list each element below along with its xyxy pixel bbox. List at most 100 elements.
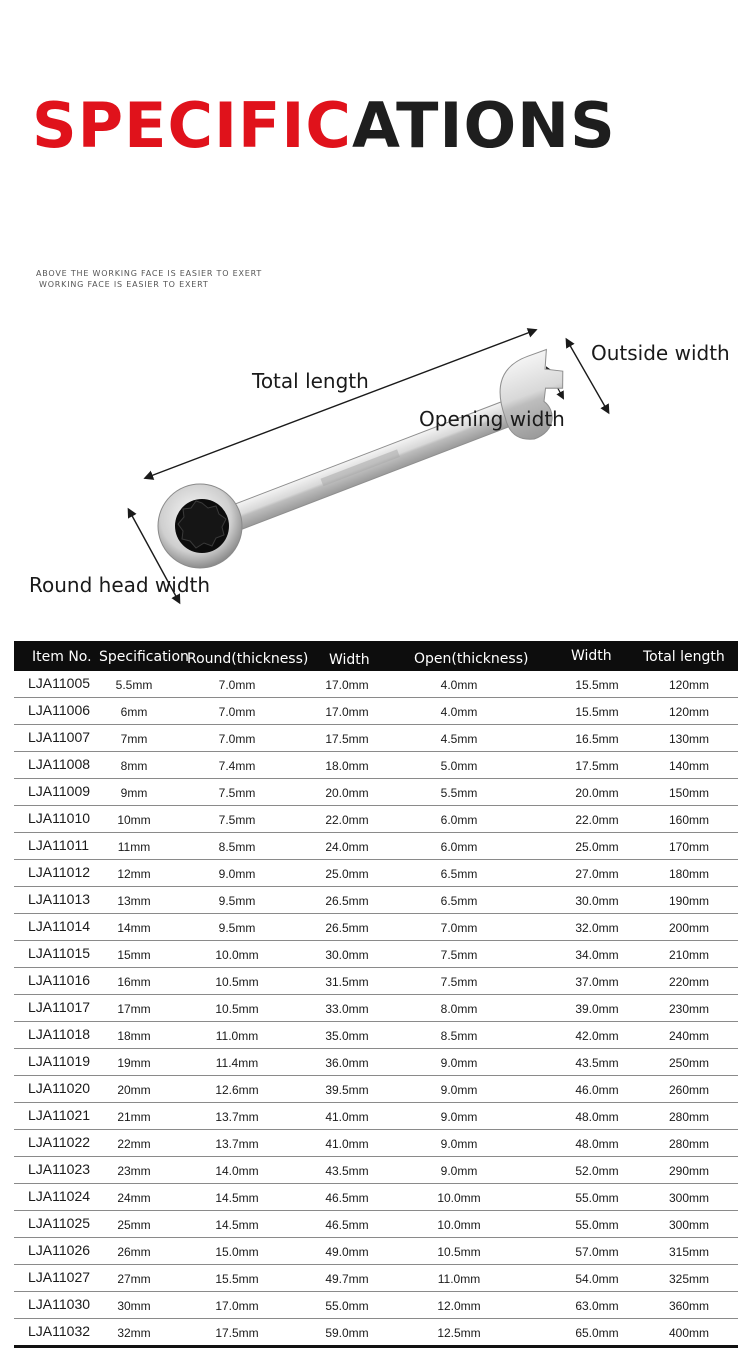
cell-specification: 25mm xyxy=(117,1218,151,1232)
cell-open-thickness: 6.0mm xyxy=(440,813,478,827)
cell-width: 17.0mm xyxy=(325,705,369,719)
cell-total-length: 280mm xyxy=(668,1137,709,1151)
cell-round-thickness: 15.5mm xyxy=(215,1272,259,1286)
cell-item-no: LJA11025 xyxy=(28,1215,91,1231)
cell-total-length: 240mm xyxy=(668,1029,709,1043)
cell-specification: 20mm xyxy=(117,1083,151,1097)
cell-item-no: LJA11018 xyxy=(28,1026,91,1042)
title-dark-part: ATIONS xyxy=(351,89,616,162)
cell-round-thickness: 13.7mm xyxy=(215,1110,259,1124)
cell-width: 41.0mm xyxy=(325,1110,369,1124)
header-width: Width xyxy=(329,652,370,668)
cell-open-thickness: 10.5mm xyxy=(437,1245,481,1259)
cell-item-no: LJA11026 xyxy=(28,1242,91,1258)
cell-round-thickness: 10.5mm xyxy=(215,975,259,989)
cell-round-thickness: 14.5mm xyxy=(215,1191,259,1205)
cell-outside-width: 37.0mm xyxy=(575,975,619,989)
cell-total-length: 120mm xyxy=(668,678,709,692)
cell-specification: 16mm xyxy=(117,975,151,989)
cell-specification: 6mm xyxy=(120,705,148,719)
cell-width: 30.0mm xyxy=(325,948,369,962)
cell-total-length: 325mm xyxy=(668,1272,709,1286)
cell-item-no: LJA11011 xyxy=(28,837,89,853)
cell-specification: 10mm xyxy=(117,813,151,827)
cell-total-length: 230mm xyxy=(668,1002,709,1016)
cell-open-thickness: 8.5mm xyxy=(440,1029,478,1043)
cell-open-thickness: 10.0mm xyxy=(437,1191,481,1205)
header-total-length: Total length xyxy=(643,649,725,665)
cell-open-thickness: 6.0mm xyxy=(440,840,478,854)
cell-total-length: 120mm xyxy=(668,705,709,719)
cell-item-no: LJA11030 xyxy=(28,1296,91,1312)
cell-outside-width: 39.0mm xyxy=(575,1002,619,1016)
cell-item-no: LJA11008 xyxy=(28,756,91,772)
cell-width: 18.0mm xyxy=(325,759,369,773)
cell-outside-width: 15.5mm xyxy=(575,678,619,692)
cell-item-no: LJA11016 xyxy=(28,972,91,988)
cell-outside-width: 34.0mm xyxy=(575,948,619,962)
cell-width: 59.0mm xyxy=(325,1326,369,1340)
cell-outside-width: 43.5mm xyxy=(575,1056,619,1070)
cell-total-length: 290mm xyxy=(668,1164,709,1178)
cell-specification: 12mm xyxy=(117,867,151,881)
cell-specification: 15mm xyxy=(117,948,151,962)
cell-total-length: 210mm xyxy=(668,948,709,962)
cell-open-thickness: 7.0mm xyxy=(440,921,478,935)
cell-total-length: 200mm xyxy=(668,921,709,935)
specification-table: Item No. Specification Round(thickness) … xyxy=(14,641,738,1348)
cell-outside-width: 32.0mm xyxy=(575,921,619,935)
cell-open-thickness: 9.0mm xyxy=(440,1164,478,1178)
cell-total-length: 360mm xyxy=(668,1299,709,1313)
cell-open-thickness: 12.0mm xyxy=(437,1299,481,1313)
cell-width: 31.5mm xyxy=(325,975,369,989)
cell-open-thickness: 5.5mm xyxy=(440,786,478,800)
cell-round-thickness: 9.5mm xyxy=(218,894,256,908)
cell-item-no: LJA11010 xyxy=(28,810,91,826)
cell-specification: 7mm xyxy=(120,732,148,746)
cell-outside-width: 42.0mm xyxy=(575,1029,619,1043)
cell-open-thickness: 5.0mm xyxy=(440,759,478,773)
cell-round-thickness: 9.0mm xyxy=(218,867,256,881)
cell-round-thickness: 17.0mm xyxy=(215,1299,259,1313)
cell-width: 49.0mm xyxy=(325,1245,369,1259)
cell-specification: 9mm xyxy=(120,786,148,800)
cell-width: 41.0mm xyxy=(325,1137,369,1151)
cell-outside-width: 22.0mm xyxy=(575,813,619,827)
cell-total-length: 250mm xyxy=(668,1056,709,1070)
cell-width: 39.5mm xyxy=(325,1083,369,1097)
cell-specification: 32mm xyxy=(117,1326,151,1340)
round-head-width-label: Round head width xyxy=(29,573,211,597)
cell-outside-width: 57.0mm xyxy=(575,1245,619,1259)
cell-width: 33.0mm xyxy=(325,1002,369,1016)
cell-round-thickness: 7.0mm xyxy=(218,678,256,692)
cell-item-no: LJA11027 xyxy=(28,1269,91,1285)
cell-specification: 14mm xyxy=(117,921,151,935)
cell-width: 35.0mm xyxy=(325,1029,369,1043)
cell-item-no: LJA11020 xyxy=(28,1080,91,1096)
cell-open-thickness: 8.0mm xyxy=(440,1002,478,1016)
cell-item-no: LJA11017 xyxy=(28,999,91,1015)
note-line-2: WORKING FACE IS EASIER TO EXERT xyxy=(39,280,209,289)
cell-total-length: 220mm xyxy=(668,975,709,989)
working-face-note: ABOVE THE WORKING FACE IS EASIER TO EXER… xyxy=(36,268,356,290)
cell-total-length: 130mm xyxy=(668,732,709,746)
total-length-label: Total length xyxy=(252,369,369,393)
cell-item-no: LJA11015 xyxy=(28,945,91,961)
table-header: Item No. Specification Round(thickness) … xyxy=(14,641,738,671)
cell-outside-width: 20.0mm xyxy=(575,786,619,800)
cell-width: 46.5mm xyxy=(325,1191,369,1205)
cell-open-thickness: 4.0mm xyxy=(440,705,478,719)
cell-round-thickness: 7.4mm xyxy=(218,759,256,773)
cell-outside-width: 30.0mm xyxy=(575,894,619,908)
cell-item-no: LJA11021 xyxy=(28,1107,91,1123)
cell-total-length: 170mm xyxy=(668,840,709,854)
